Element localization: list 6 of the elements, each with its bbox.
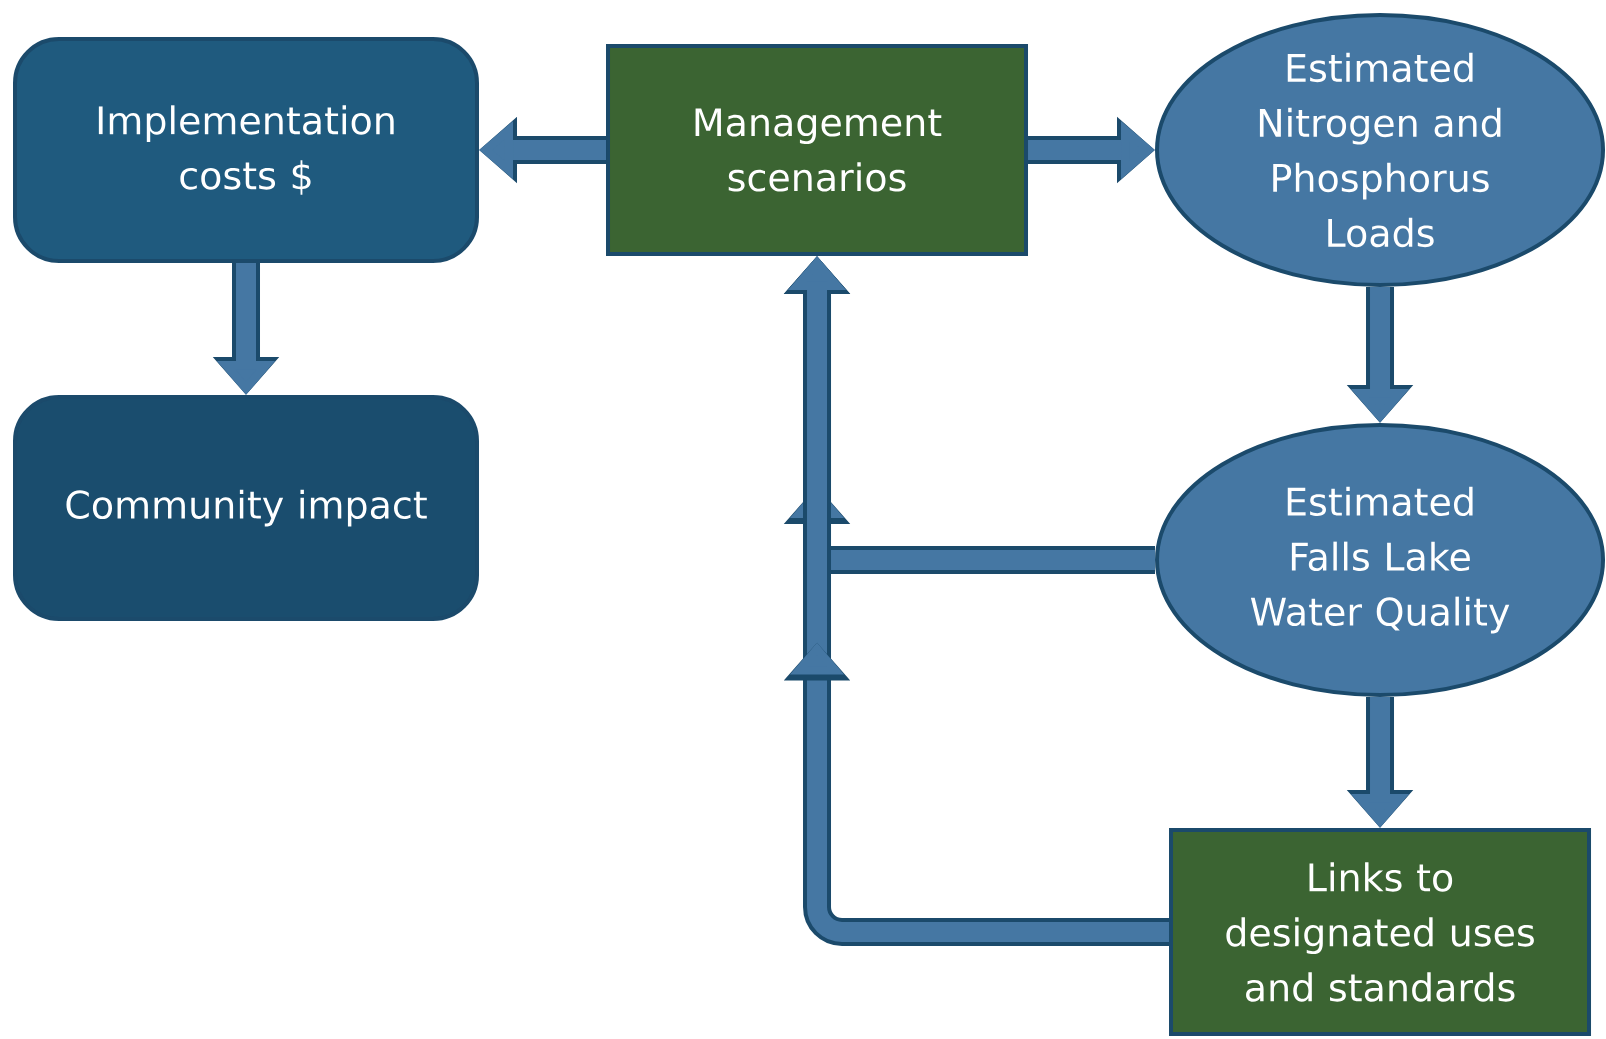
ellipse-node: Estimated Falls Lake Water Quality: [1155, 423, 1605, 697]
rounded-box: Community impact: [13, 395, 479, 621]
process-box: Management scenarios: [606, 44, 1028, 256]
process-box: Links to designated uses and standards: [1169, 828, 1591, 1036]
ellipse-node: Estimated Nitrogen and Phosphorus Loads: [1155, 13, 1605, 287]
rounded-box: Implementation costs $: [13, 37, 479, 263]
